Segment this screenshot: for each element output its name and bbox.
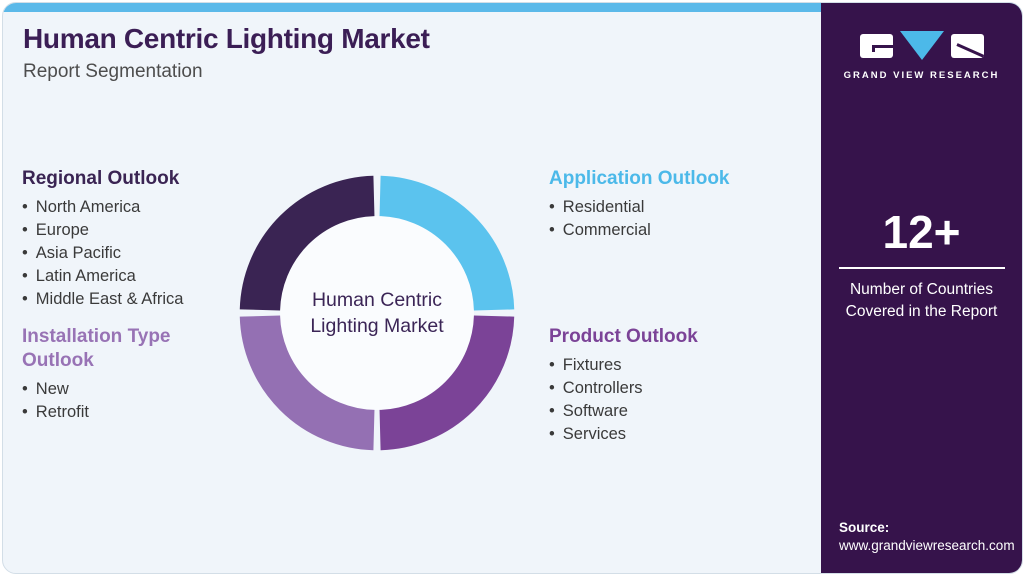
list-item: Services	[549, 423, 769, 446]
source-url: www.grandviewresearch.com	[839, 538, 1015, 553]
list-item: Fixtures	[549, 354, 769, 377]
section-application-outlook: Application Outlook ResidentialCommercia…	[549, 167, 769, 242]
section-heading: Regional Outlook	[22, 168, 180, 189]
list-item: Retrofit	[22, 401, 212, 424]
brand-name: GRAND VIEW RESEARCH	[843, 70, 1000, 81]
source-label: Source:	[839, 520, 890, 535]
bullet-list: ResidentialCommercial	[549, 196, 769, 242]
list-item: Controllers	[549, 377, 769, 400]
gvr-logo: GRAND VIEW RESEARCH	[821, 30, 1022, 81]
bullet-list: NewRetrofit	[22, 378, 212, 424]
section-installation-type-outlook: Installation Type Outlook NewRetrofit	[22, 325, 212, 424]
list-item: Software	[549, 400, 769, 423]
stat-value: 12+	[882, 206, 961, 258]
donut-hole	[280, 216, 474, 410]
list-item: New	[22, 378, 212, 401]
donut-chart: Human Centric Lighting Market	[233, 169, 521, 457]
countries-stat: 12+ Number of Countries Covered in the R…	[821, 209, 1022, 324]
section-heading: Application Outlook	[549, 168, 730, 189]
donut-segment-regional	[239, 175, 376, 312]
page-title: Human Centric Lighting Market	[23, 23, 430, 54]
header: Human Centric Lighting Market Report Seg…	[23, 23, 430, 83]
logo-letter-g-icon	[859, 34, 893, 58]
top-accent-bar	[3, 3, 1022, 12]
stat-divider	[838, 267, 1005, 269]
section-regional-outlook: Regional Outlook North AmericaEuropeAsia…	[22, 167, 242, 311]
stat-label: Number of Countries Covered in the Repor…	[845, 281, 998, 321]
donut-chart-svg	[239, 175, 515, 451]
donut-segment-product	[378, 314, 515, 451]
donut-segment-application	[378, 175, 515, 312]
list-item: Commercial	[549, 219, 769, 242]
logo-letter-v-icon	[899, 30, 944, 60]
donut-segment-installation	[239, 314, 376, 451]
section-heading: Installation Type Outlook	[22, 326, 171, 371]
list-item: Residential	[549, 196, 769, 219]
list-item: Latin America	[22, 265, 242, 288]
section-product-outlook: Product Outlook FixturesControllersSoftw…	[549, 325, 769, 446]
source-block: Source: www.grandviewresearch.com	[821, 520, 1022, 573]
bullet-list: North AmericaEuropeAsia PacificLatin Ame…	[22, 196, 242, 311]
gvr-logo-marks	[859, 30, 984, 61]
donut-center-label: Human Centric Lighting Market	[310, 289, 444, 337]
logo-letter-r-icon	[950, 34, 984, 58]
list-item: Asia Pacific	[22, 242, 242, 265]
bullet-list: FixturesControllersSoftwareServices	[549, 354, 769, 446]
list-item: Europe	[22, 219, 242, 242]
section-heading: Product Outlook	[549, 326, 698, 347]
list-item: North America	[22, 196, 242, 219]
sidebar: GRAND VIEW RESEARCH 12+ Number of Countr…	[821, 3, 1022, 573]
page-subtitle: Report Segmentation	[23, 61, 203, 82]
list-item: Middle East & Africa	[22, 288, 242, 311]
